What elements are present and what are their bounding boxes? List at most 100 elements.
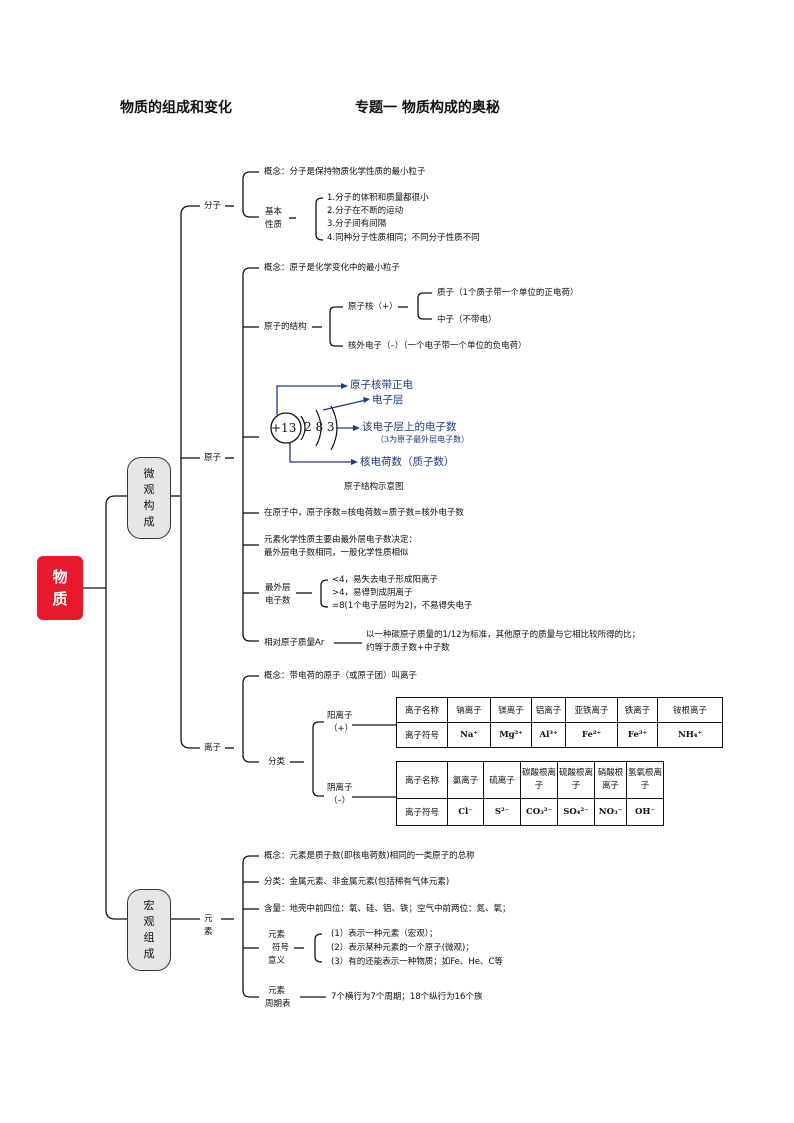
cation-name-cell: 铁离子 <box>617 697 658 723</box>
cation-symbol-header: 离子符号 <box>396 722 448 748</box>
node-atom[interactable]: 原子 <box>204 453 222 463</box>
molecule-props-label-1: 基本 <box>265 207 283 217</box>
element-table-label-2: 周期表 <box>265 999 291 1009</box>
anion-name-cell: 硝酸根离子 <box>594 761 627 799</box>
element-content: 含量：地壳中前四位：氧、硅、铝、铁；空气中前两位：氮、氧； <box>264 904 511 914</box>
cation-symbol-cell: Fe²⁺ <box>565 722 618 748</box>
atom-equality: 在原子中，原子序数=核电荷数=质子数=核外电子数 <box>264 508 464 518</box>
node-macro-composition[interactable]: 宏观组成 <box>127 889 171 971</box>
anion-symbol-cell: S²⁻ <box>483 798 521 826</box>
cation-label-1: 阳离子 <box>327 711 353 721</box>
anion-symbol-cell: NO₃⁻ <box>594 798 627 826</box>
molecule-prop-4: 4.同种分子性质相同；不同分子性质不同 <box>327 233 480 243</box>
anion-symbol-header: 离子符号 <box>396 798 448 826</box>
atom-diagram <box>270 383 370 465</box>
element-table-text: 7个横行为7个周期；18个纵行为16个族 <box>331 992 483 1002</box>
atom-concept: 概念：原子是化学变化中的最小粒子 <box>264 263 401 273</box>
atom-neutron: 中子（不带电） <box>437 315 497 325</box>
molecule-prop-3: 3.分子间有间隔 <box>327 219 387 229</box>
atom-mass-text-2: 约等于质子数+中子数 <box>366 643 450 653</box>
element-symbol-label-1: 元素 <box>268 930 286 940</box>
macro-label-4: 成 <box>143 947 155 960</box>
element-symbol-meaning-2: (2）表示某种元素的一个原子(微观)； <box>331 943 474 953</box>
atom-chem-prop-1: 元素化学性质主要由最外层电子数决定： <box>264 535 418 545</box>
element-classify: 分类：金属元素、非金属元素(包括稀有气体元素) <box>264 877 450 887</box>
diagram-caption: 原子结构示意图 <box>344 482 404 492</box>
cation-name-cell: 铝离子 <box>531 697 566 723</box>
cation-name-cell: 亚铁离子 <box>565 697 618 723</box>
element-symbol-label-2: 符号 <box>272 943 290 953</box>
cation-symbol-cell: NH₄⁺ <box>657 722 723 748</box>
element-symbol-meaning-3: (3）有的还能表示一种物质；如Fe、He、C等 <box>331 957 503 967</box>
diagram-ann-count-sub: （3为原子最外层电子数） <box>376 435 470 444</box>
atom-outer-rule-2: >4，易得到成阴离子 <box>332 588 413 598</box>
micro-label-3: 构 <box>143 499 155 512</box>
root-label-1: 物 <box>52 568 68 586</box>
atom-mass-label: 相对原子质量Ar <box>264 638 325 648</box>
diagram-ann-count: 该电子层上的电子数 <box>362 421 457 433</box>
anion-name-cell: 氢氧根离子 <box>626 761 664 799</box>
diagram-nucleus-charge: +13 <box>271 421 297 435</box>
molecule-props-label-2: 性质 <box>265 220 283 230</box>
node-ion[interactable]: 离子 <box>204 743 222 753</box>
anion-name-cell: 硫离子 <box>483 761 521 799</box>
atom-electron: 核外电子（–）（一个电子带一个单位的负电荷） <box>348 341 527 351</box>
cation-name-cell: 铵根离子 <box>657 697 723 723</box>
anion-table: 离子名称 氯离子 硫离子 碳酸根离子 硫酸根离子 硝酸根离子 氢氧根离子 离子符… <box>396 761 664 826</box>
atom-proton: 质子（1个质子带一个单位的正电荷） <box>437 288 579 298</box>
atom-mass-text-1: 以一种碳原子质量的1/12为标准，其他原子的质量与它相比较所得的比； <box>366 630 641 640</box>
atom-chem-prop-2: 最外层电子数相同，一般化学性质相似 <box>264 548 409 558</box>
molecule-prop-2: 2.分子在不断的运动 <box>327 206 404 216</box>
root-label-2: 质 <box>52 590 68 608</box>
micro-label-2: 观 <box>143 483 155 496</box>
anion-symbol-cell: OH⁻ <box>626 798 664 826</box>
atom-outer-rule-3: =8(1个电子层时为2)，不易得失电子 <box>332 601 473 611</box>
anion-name-cell: 硫酸根离子 <box>557 761 595 799</box>
macro-label-2: 观 <box>143 915 155 928</box>
element-symbol-label-3: 意义 <box>268 956 286 966</box>
atom-outer-label-2: 电子数 <box>265 596 291 606</box>
cation-symbol-cell: Fe³⁺ <box>617 722 658 748</box>
cation-label-2: （+） <box>329 724 354 734</box>
cation-name-cell: 镁离子 <box>490 697 532 723</box>
header-left: 物质的组成和变化 <box>120 100 232 116</box>
anion-name-cell: 碳酸根离子 <box>520 761 558 799</box>
cation-symbol-cell: Na⁺ <box>447 722 491 748</box>
cation-name-header: 离子名称 <box>396 697 448 723</box>
node-element-1[interactable]: 元 <box>204 914 213 924</box>
root-node-matter[interactable]: 物质 <box>37 556 83 620</box>
anion-symbol-cell: Cl⁻ <box>447 798 484 826</box>
anion-label-1: 阴离子 <box>327 783 353 793</box>
atom-outer-rule-1: <4，易失去电子形成阳离子 <box>332 575 439 585</box>
element-symbol-meaning-1: (1）表示一种元素（宏观）； <box>331 929 438 939</box>
diagram-shells: 2 8 3 <box>304 420 335 434</box>
cation-symbol-cell: Mg²⁺ <box>490 722 532 748</box>
element-concept: 概念：元素是质子数(即核电荷数)相同的一类原子的总称 <box>264 851 475 861</box>
macro-label-1: 宏 <box>143 899 155 912</box>
atom-nucleus: 原子核（+） <box>348 302 398 312</box>
cation-name-cell: 钠离子 <box>447 697 491 723</box>
diagram-ann-nucleus: 原子核带正电 <box>350 379 413 391</box>
element-table-label-1: 元素 <box>268 986 286 996</box>
anion-name-header: 离子名称 <box>396 761 448 799</box>
cation-symbol-cell: Al³⁺ <box>531 722 566 748</box>
atom-outer-label-1: 最外层 <box>265 583 291 593</box>
molecule-prop-1: 1.分子的体积和质量都很小 <box>327 193 429 203</box>
anion-name-cell: 氯离子 <box>447 761 484 799</box>
ion-concept: 概念：带电荷的原子（或原子团）叫离子 <box>264 671 418 681</box>
diagram-ann-charge: 核电荷数（质子数） <box>360 456 455 468</box>
cation-table: 离子名称 钠离子 镁离子 铝离子 亚铁离子 铁离子 铵根离子 离子符号 Na⁺ … <box>396 697 723 748</box>
diagram-ann-layer: 电子层 <box>372 394 404 406</box>
node-element-2[interactable]: 素 <box>204 927 213 937</box>
macro-label-3: 组 <box>143 931 155 944</box>
atom-structure-label: 原子的结构 <box>264 322 307 332</box>
anion-symbol-cell: CO₃²⁻ <box>520 798 558 826</box>
node-molecule[interactable]: 分子 <box>204 201 222 211</box>
molecule-concept: 概念：分子是保持物质化学性质的最小粒子 <box>264 167 426 177</box>
ion-class-label: 分类 <box>268 757 286 767</box>
node-micro-composition[interactable]: 微观构成 <box>127 457 171 539</box>
header-right: 专题一 物质构成的奥秘 <box>355 100 500 116</box>
anion-symbol-cell: SO₄²⁻ <box>557 798 595 826</box>
anion-label-2: （–） <box>329 796 351 806</box>
